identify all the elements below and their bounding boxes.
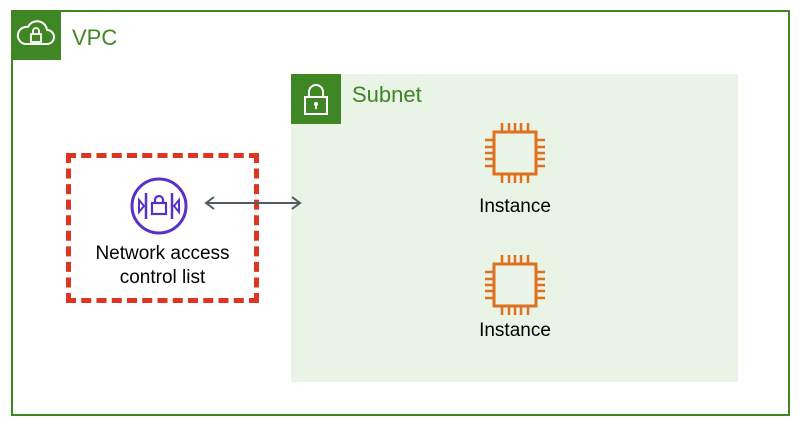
network-acl-icon xyxy=(130,177,188,235)
vpc-group xyxy=(11,10,790,416)
subnet-label: Subnet xyxy=(352,82,422,107)
nacl-label-line2: control list xyxy=(119,267,206,288)
nacl-label: Network access control list xyxy=(70,242,255,290)
ec2-instance-chip-icon xyxy=(485,255,545,315)
ec2-instance-chip-icon xyxy=(485,123,545,183)
cloud-lock-icon xyxy=(16,20,55,45)
instance-label: Instance xyxy=(479,196,551,217)
subnet-badge xyxy=(291,74,341,124)
nacl-label-line1: Network access xyxy=(95,243,230,264)
instance-label: Instance xyxy=(479,320,551,341)
double-arrow-icon xyxy=(204,196,302,210)
nacl-highlight-box xyxy=(66,153,259,303)
vpc-badge xyxy=(11,10,61,60)
padlock-icon xyxy=(304,84,328,115)
vpc-label: VPC xyxy=(72,25,118,50)
